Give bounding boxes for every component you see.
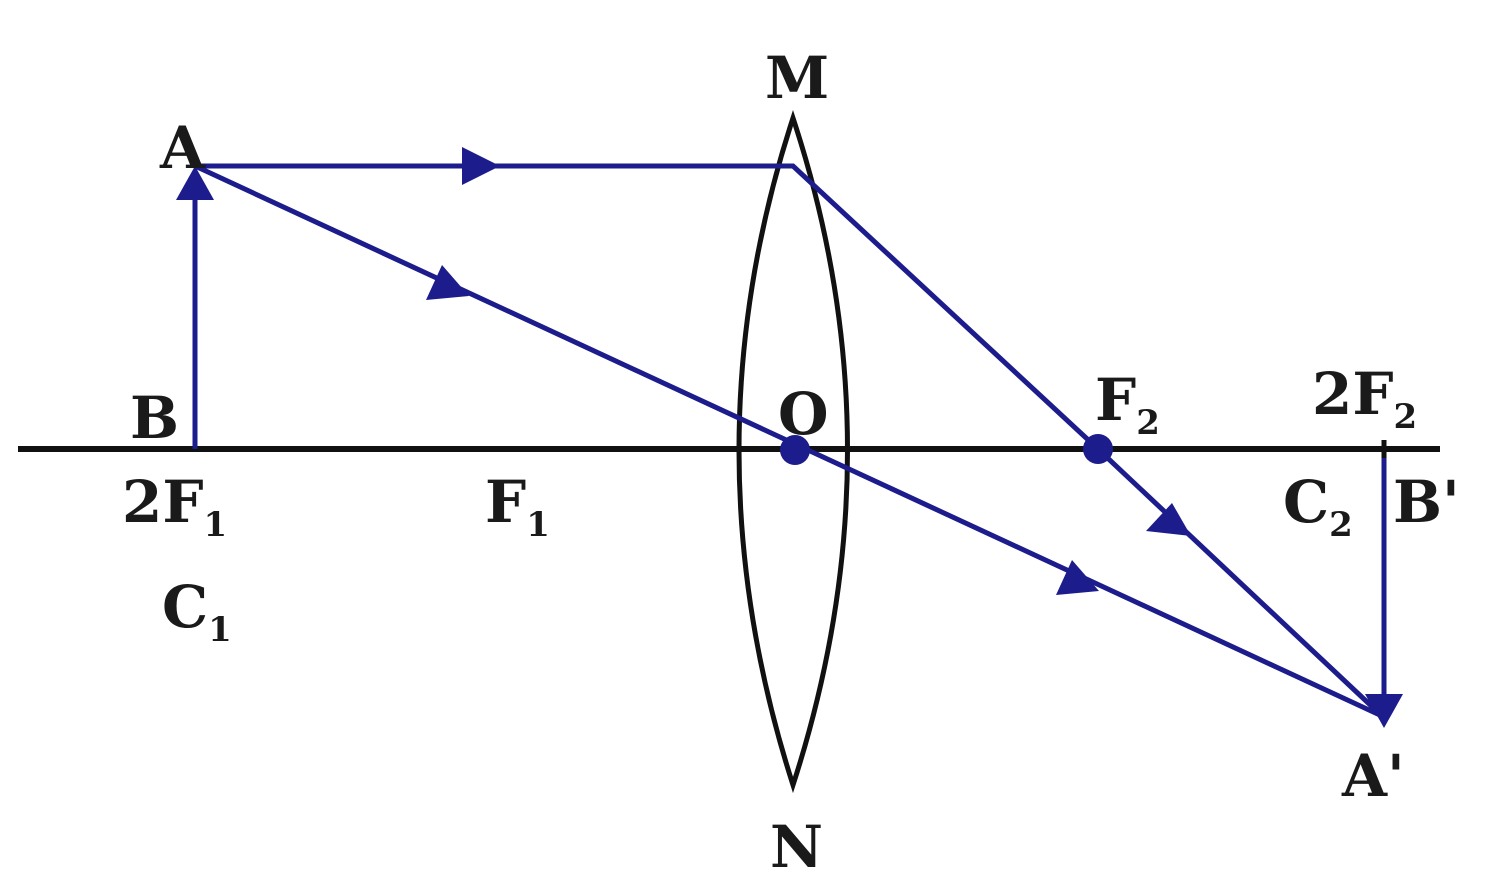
label-f1: F1 [485,468,550,545]
label-n: N [770,813,823,874]
ray-refracted-arrowhead [1146,503,1191,536]
convex-lens [736,109,850,794]
label-2f1: 2F1 [122,468,227,545]
label-2f2: 2F2 [1312,360,1417,437]
label-a: A [159,114,206,182]
label-f2: F2 [1095,366,1160,443]
optical-centre-dot [780,435,810,465]
object-arrowhead [176,166,214,200]
label-a-prime: A' [1341,742,1405,810]
label-b: B [130,384,179,452]
label-m: M [765,44,829,112]
label-b-prime: B' [1393,468,1460,536]
label-c2: C2 [1283,468,1353,545]
label-c1: C1 [162,573,232,650]
label-o: O [778,380,829,448]
focus-f2-dot [1083,434,1113,464]
ray-centre-arrowhead-2 [1056,560,1099,595]
ray-parallel-arrowhead [462,147,500,185]
ray-centre-arrowhead-1 [426,265,469,300]
image-arrowhead [1365,694,1403,728]
